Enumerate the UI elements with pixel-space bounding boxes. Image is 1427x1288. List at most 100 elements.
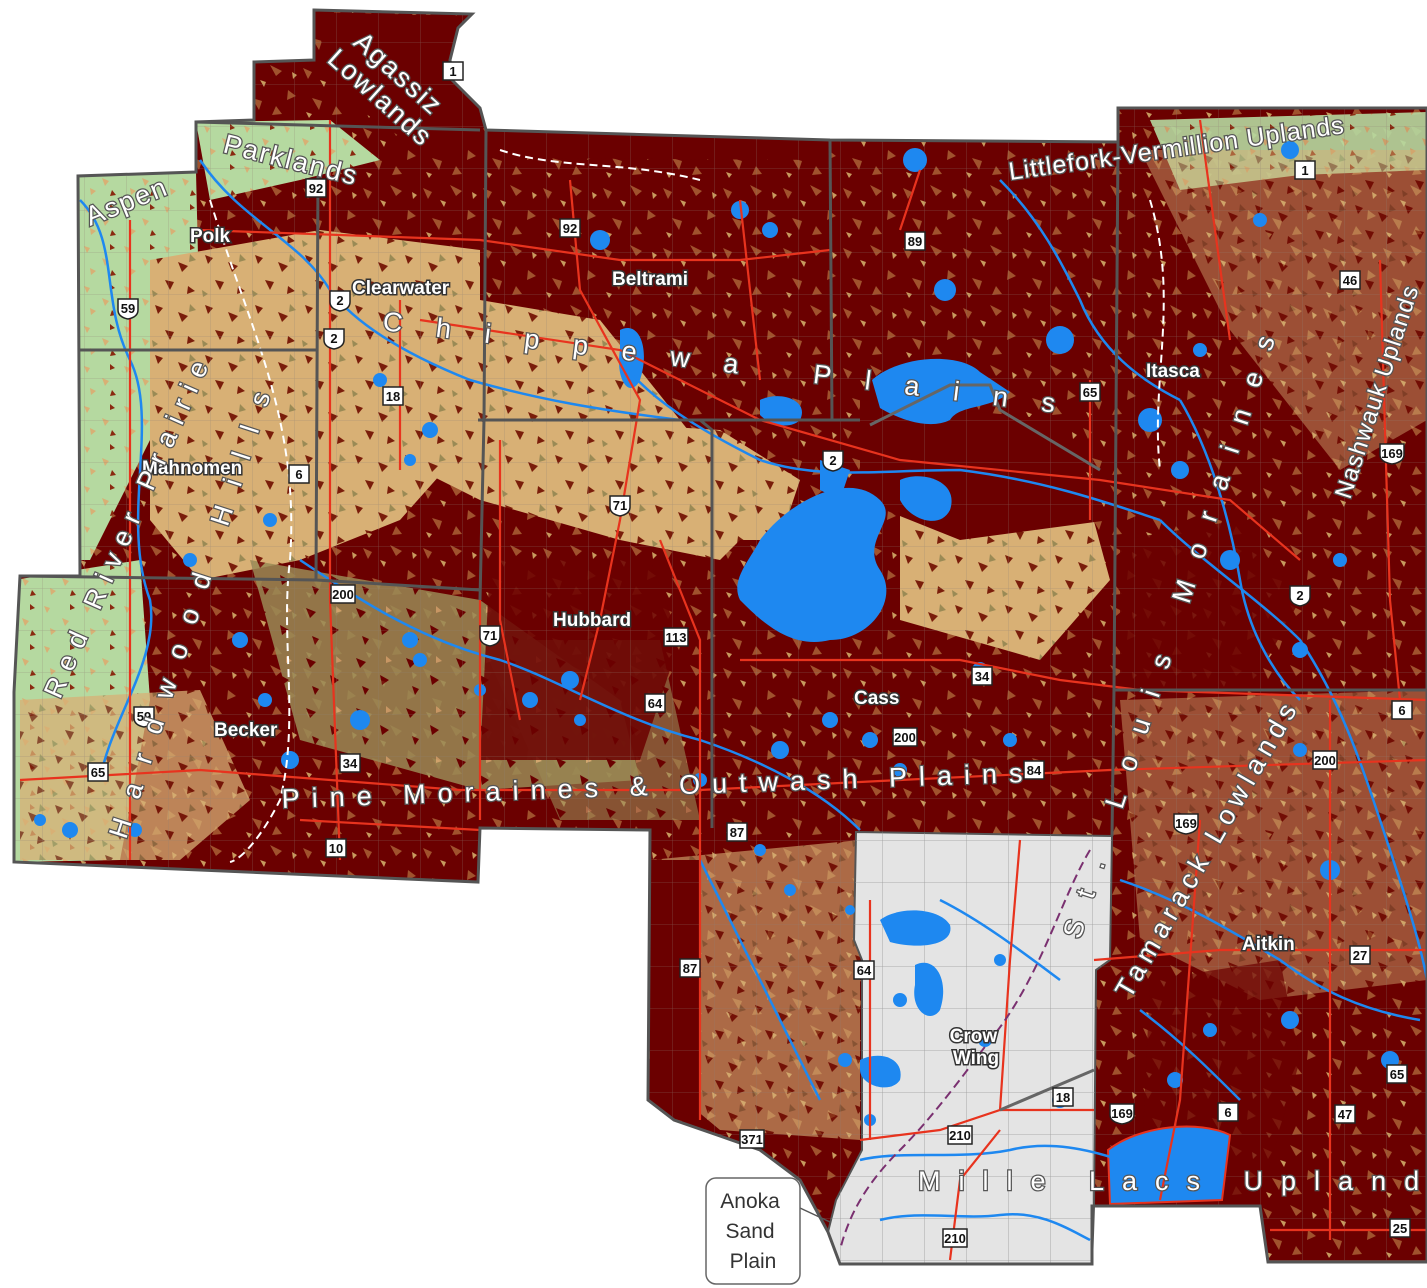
state-highway-shield-87-20: 87 xyxy=(679,958,701,978)
state-highway-shield-10-18: 10 xyxy=(325,838,347,858)
highway-shield-label: 169 xyxy=(1111,1106,1133,1121)
state-highway-shield-27-28: 27 xyxy=(1349,945,1371,965)
highway-shield-label: 84 xyxy=(1027,763,1042,778)
us-highway-shield-169-8: 169 xyxy=(1379,443,1405,465)
highway-shield-label: 113 xyxy=(666,630,687,645)
highway-shield-label: 18 xyxy=(1056,1090,1070,1105)
us-highway-shield-2-1: 2 xyxy=(822,450,844,472)
us-highway-shield-169-10: 169 xyxy=(1109,1103,1135,1125)
state-highway-shield-18-24: 18 xyxy=(1052,1087,1074,1107)
highway-shield-label: 6 xyxy=(295,467,302,482)
highway-shield-label: 200 xyxy=(894,730,916,745)
highway-shield-label: 65 xyxy=(1390,1067,1404,1082)
highway-shield-label: 10 xyxy=(329,841,343,856)
highway-shield-label: 59 xyxy=(137,709,151,724)
highway-shield-label: 92 xyxy=(563,221,577,236)
highway-shield-label: 92 xyxy=(309,181,323,196)
highway-shield-label: 64 xyxy=(648,696,663,711)
highway-shield-label: 87 xyxy=(730,825,744,840)
highway-shield-label: 65 xyxy=(1083,385,1097,400)
highway-shield-label: 27 xyxy=(1353,948,1367,963)
state-highway-shield-200-16: 200 xyxy=(1312,750,1338,770)
highway-shield-label: 59 xyxy=(121,301,135,316)
state-highway-shield-47-26: 47 xyxy=(1334,1104,1356,1124)
county-label-hubbard: Hubbard xyxy=(553,610,631,631)
state-highway-shield-87-19: 87 xyxy=(726,822,748,842)
highway-shield-label: 169 xyxy=(1381,446,1403,461)
us-highway-shield-169-9: 169 xyxy=(1173,813,1199,835)
callout-box xyxy=(705,1177,801,1285)
state-highway-shield-371-22: 371 xyxy=(739,1129,765,1149)
anoka-sand-plain-callout: Anoka Sand Plain xyxy=(705,1177,831,1285)
highway-shield-label: 2 xyxy=(829,453,836,468)
us-highway-shield-2-2: 2 xyxy=(1289,585,1311,607)
state-highway-shield-84-14: 84 xyxy=(1023,760,1045,780)
state-highway-shield-200-13: 200 xyxy=(892,727,918,747)
highway-shield-label: 87 xyxy=(683,961,697,976)
highway-shield-label: 371 xyxy=(741,1132,763,1147)
highway-shield-label: 34 xyxy=(343,756,358,771)
us-highway-shield-59-6: 59 xyxy=(117,298,139,320)
county-label-polk: Polk xyxy=(190,226,231,247)
highway-shield-label: 47 xyxy=(1338,1107,1352,1122)
highway-shield-label: 210 xyxy=(944,1231,966,1246)
highway-shield-label: 1 xyxy=(1301,163,1308,178)
highway-shield-label: 200 xyxy=(1314,753,1336,768)
highway-shield-label: 25 xyxy=(1393,1221,1407,1236)
anoka-boundary xyxy=(839,849,1091,1251)
highway-shield-label: 169 xyxy=(1175,816,1197,831)
highway-shields: 2 2 2 2 71 71 59 59 169 169 169 1 1 92 92 89 46 65 6 200 113… xyxy=(87,61,1413,1248)
highway-shield-label: 1 xyxy=(449,64,456,79)
callout-line-1: Anoka xyxy=(720,1190,780,1213)
state-highway-shield-64-21: 64 xyxy=(853,960,875,980)
us-highway-shield-71-4: 71 xyxy=(609,495,631,517)
county-label-clearwater: Clearwater xyxy=(352,278,450,299)
highway-shield-label: 64 xyxy=(857,963,872,978)
us-highway-shield-59-7: 59 xyxy=(133,706,155,728)
state-highway-shield-1-1: 1 xyxy=(1294,160,1316,180)
highway-shield-label: 71 xyxy=(613,498,627,513)
county-label-becker: Becker xyxy=(214,720,278,741)
county-label-crow-wing-line-1: Crow xyxy=(950,1026,998,1047)
state-highway-shield-65-17: 65 xyxy=(87,762,109,782)
state-highway-shield-92-2: 92 xyxy=(305,178,327,198)
state-highway-shield-89-4: 89 xyxy=(904,231,926,251)
callout-line-3: Plain xyxy=(730,1250,777,1273)
state-highway-shield-34-12: 34 xyxy=(971,666,993,686)
state-highway-shield-6-25: 6 xyxy=(1217,1102,1239,1122)
county-label-crow-wing-line-2: Wing xyxy=(953,1048,999,1069)
state-highway-shield-6-15: 6 xyxy=(1391,700,1413,720)
highway-shield-label: 34 xyxy=(975,669,990,684)
state-highway-shield-25-30: 25 xyxy=(1389,1218,1411,1238)
callout-line-2: Sand xyxy=(726,1220,775,1243)
state-highway-shield-65-6: 65 xyxy=(1079,382,1101,402)
county-label-crow-wing: Crow Wing xyxy=(950,1026,1003,1069)
state-highway-shield-46-5: 46 xyxy=(1339,270,1361,290)
highway-shield-label: 210 xyxy=(949,1128,971,1143)
highway-shield-label: 2 xyxy=(336,293,343,308)
region-label-mille-lacs-uplands: Mille Lacs Uplands xyxy=(918,1166,1427,1196)
highway-shield-label: 71 xyxy=(483,628,497,643)
highway-shield-label: 46 xyxy=(1343,273,1357,288)
state-highway-shield-113-9: 113 xyxy=(663,627,689,647)
county-label-itasca: Itasca xyxy=(1146,361,1200,382)
state-highway-shield-210-23: 210 xyxy=(947,1125,973,1145)
rivers-layer xyxy=(79,159,1427,1242)
state-highway-shield-34-11: 34 xyxy=(339,753,361,773)
highway-shield-label: 6 xyxy=(1224,1105,1231,1120)
us-highway-shield-71-5: 71 xyxy=(479,625,501,647)
highway-shield-label: 89 xyxy=(908,234,922,249)
county-label-beltrami: Beltrami xyxy=(612,269,688,290)
us-highway-shield-2-0: 2 xyxy=(323,328,345,350)
county-label-cass: Cass xyxy=(854,688,899,709)
highway-line-crow-wing xyxy=(999,1068,1095,1112)
highway-shield-label: 2 xyxy=(330,331,337,346)
county-boundaries xyxy=(12,8,1427,1266)
highway-2-line xyxy=(869,383,1101,472)
highway-shield-label: 65 xyxy=(91,765,105,780)
section-boundaries xyxy=(209,149,1165,863)
county-label-mahnomen: Mahnomen xyxy=(142,458,242,479)
us-highway-shield-2-3: 2 xyxy=(329,290,351,312)
lakes-layer xyxy=(34,141,1399,1206)
